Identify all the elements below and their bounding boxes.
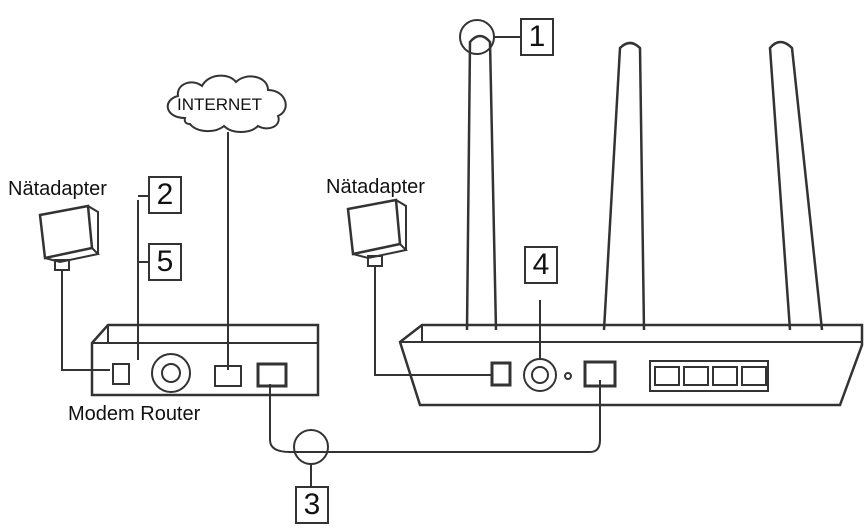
router-power-port-icon	[490, 361, 512, 387]
modem-power-port-icon	[112, 363, 130, 385]
callout-3: 3	[295, 486, 329, 524]
callout-5: 5	[148, 243, 182, 281]
internet-cloud-icon	[166, 74, 287, 133]
router-wan-port-icon	[583, 360, 617, 388]
router-antennas	[465, 34, 824, 331]
callout-2: 2	[148, 176, 182, 214]
router-reset-icon	[564, 372, 572, 380]
right-adapter-label: Nätadapter	[326, 176, 425, 198]
modem-router	[90, 323, 320, 397]
wireless-router	[398, 323, 864, 407]
left-power-adapter-icon	[38, 204, 101, 271]
callout-4: 4	[524, 246, 558, 284]
left-power-cable	[61, 270, 110, 371]
antenna-right	[768, 40, 824, 331]
left-adapter-label: Nätadapter	[8, 178, 107, 200]
internet-label: INTERNET	[177, 95, 262, 114]
modem-router-label: Modem Router	[68, 403, 201, 425]
router-lan-ports-icon	[649, 360, 769, 392]
antenna-left	[465, 34, 498, 331]
router-power-button-icon	[523, 358, 557, 392]
ethernet-cable	[269, 380, 601, 453]
callout-3-circle	[293, 429, 329, 465]
modem-lan-port-icon	[256, 362, 288, 388]
modem-power-button-icon	[151, 353, 191, 393]
right-power-cable	[374, 266, 492, 376]
right-power-adapter-icon	[346, 198, 409, 267]
callout-1: 1	[520, 18, 554, 56]
modem-dsl-port-icon	[214, 365, 242, 387]
antenna-middle	[602, 41, 646, 331]
